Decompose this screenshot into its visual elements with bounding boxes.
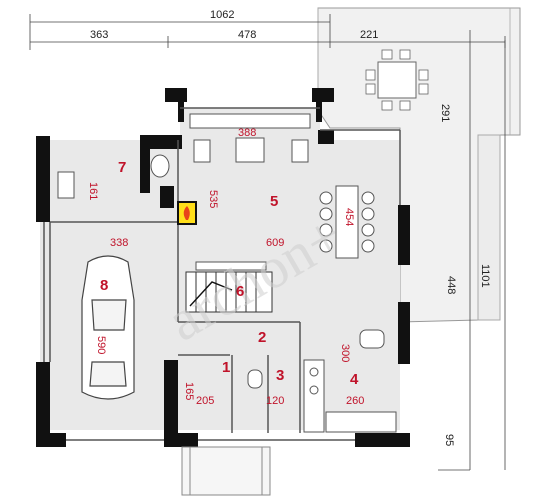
dim-right-middle: 448 xyxy=(445,276,457,294)
room-1-size: 205 xyxy=(196,395,214,407)
room-4-size2: 300 xyxy=(339,344,351,362)
dim-right-bottom: 95 xyxy=(443,434,455,446)
dim-terrace-width: 221 xyxy=(360,29,378,41)
kitchen-counter xyxy=(303,329,397,433)
staircase xyxy=(185,271,273,313)
room-1-label: 1 xyxy=(222,359,230,376)
partition-walls xyxy=(43,107,401,441)
dim-total-width: 1062 xyxy=(210,9,234,21)
room-4-size: 260 xyxy=(346,395,364,407)
bathroom-fixtures xyxy=(57,154,263,389)
fireplace xyxy=(177,201,197,225)
room-5-label: 5 xyxy=(270,193,278,210)
room-4-label: 4 xyxy=(350,371,359,388)
exterior-walls xyxy=(36,88,410,447)
car xyxy=(81,255,135,400)
room-3-label: 3 xyxy=(276,367,284,384)
dim-left-segment: 363 xyxy=(90,29,108,41)
room-5-size: 609 xyxy=(266,237,284,249)
room-7-size: 161 xyxy=(87,182,99,200)
room-8-size: 338 xyxy=(110,237,128,249)
room-1-size2: 165 xyxy=(183,382,195,400)
room-8-size2: 590 xyxy=(95,336,107,354)
room-2-label: 2 xyxy=(258,329,266,346)
dim-middle-segment: 478 xyxy=(238,29,256,41)
terrace-dining-set xyxy=(365,49,429,111)
room-7-label: 7 xyxy=(118,159,126,176)
room-8-label: 8 xyxy=(100,277,108,294)
living-furniture xyxy=(189,113,375,271)
dim-terrace-depth: 291 xyxy=(439,104,451,122)
room-3-size: 120 xyxy=(266,395,284,407)
dim-right-total: 1101 xyxy=(479,264,491,288)
room-5-size3: 535 xyxy=(207,190,219,208)
entrance-steps xyxy=(181,446,271,496)
room-6-label: 6 xyxy=(236,283,244,300)
table-size: 454 xyxy=(343,208,355,226)
dimension-lines xyxy=(29,14,506,471)
room-5-size2: 388 xyxy=(238,127,256,139)
